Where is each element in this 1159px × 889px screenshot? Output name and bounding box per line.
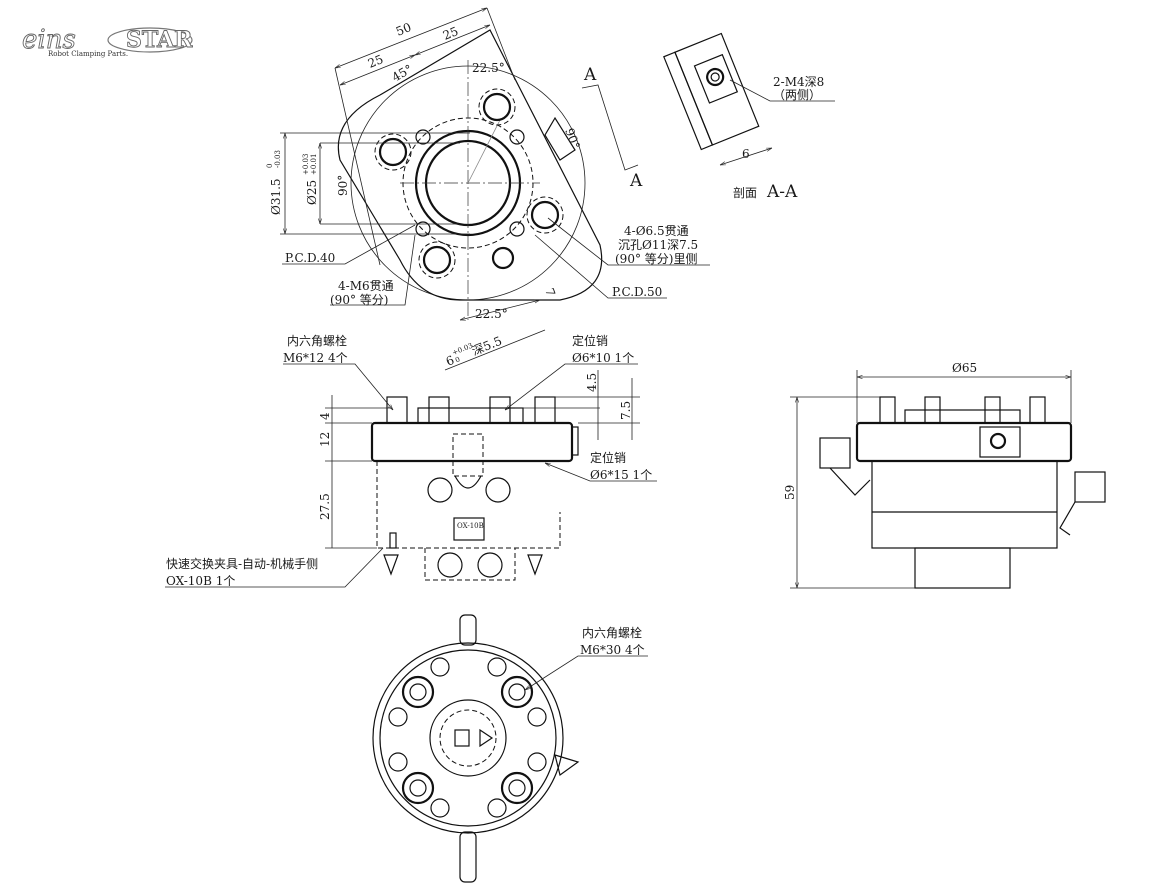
dimension-label: 4-Ø6.5贯通 (624, 224, 689, 238)
dimension-label: Robot Clamping Parts. (48, 50, 128, 58)
dimension-label: (90° 等分) (330, 293, 388, 307)
dimension-label: 22.5° (475, 307, 508, 321)
dimension-label: 沉孔Ø11深7.5 (618, 238, 698, 252)
dimension-label: 6 (742, 147, 750, 161)
dimension-label: 7.5 (619, 401, 633, 420)
dimension-label: OX-10B 1个 (166, 574, 235, 588)
dimension-label: （两侧） (773, 88, 821, 102)
dimension-label: A (629, 171, 643, 191)
dimension-label: 90° (562, 126, 582, 151)
hex-bolts (401, 675, 534, 805)
dimension-label: 定位销 (572, 333, 608, 348)
top-view: 50 25 25 22.5° 45° 90° 90° Ø31.5 0 -0.03… (266, 7, 710, 371)
dimension-label: 4-M6贯通 (338, 279, 394, 293)
dimension-label: P.C.D.50 (612, 285, 662, 299)
dimension-label: eins (22, 25, 76, 55)
dimension-label: Ø6*15 1个 (590, 468, 652, 482)
dimension-label: Ø65 (952, 361, 977, 375)
dimension-label: 22.5° (472, 61, 505, 75)
section-a-a: 2-M4深8 （两侧） 6 剖面 A-A (663, 32, 835, 202)
dimension-label: P.C.D.40 (285, 251, 335, 265)
dimension-label: A-A (766, 182, 798, 202)
dimension-label: 59 (783, 485, 797, 500)
dimension-label: +0.01 (310, 154, 318, 175)
dimension-label: M6*30 4个 (580, 643, 645, 657)
side-view: Ø65 59 (783, 361, 1106, 589)
dimension-label: Ø31.5 (269, 178, 283, 215)
dimension-label: STAR (126, 27, 193, 53)
dimension-label: 2-M4深8 (773, 75, 824, 89)
dimension-label: Ø25 (305, 180, 319, 205)
dimension-label: 剖面 (733, 186, 757, 200)
dimension-label: A (583, 65, 597, 85)
dimension-label: 0 (266, 164, 274, 168)
dimension-label: Ø6*10 1个 (572, 351, 634, 365)
dimension-label: 4.5 (585, 373, 599, 392)
bottom-view: 内六角螺栓 M6*30 4个 (372, 614, 648, 883)
dimension-label: +0.03 (302, 154, 310, 175)
dimension-label: 4 (318, 412, 332, 420)
bolt-holes (374, 88, 564, 279)
dimension-label: 0 (454, 355, 461, 364)
dimension-label: 内六角螺栓 (582, 625, 642, 640)
dimension-label: 快速交换夹具-自动-机械手侧 (166, 556, 318, 571)
dimension-label: -0.03 (274, 150, 282, 168)
eins-logo: eins Robot Clamping Parts. (22, 25, 129, 58)
dimension-label: 25 (366, 52, 385, 71)
dimension-label: 27.5 (318, 493, 332, 520)
dimension-label: 定位销 (590, 450, 626, 465)
dimension-label: 12 (318, 432, 332, 447)
dimension-label: 90° (336, 175, 350, 196)
dimension-label: (90° 等分)里侧 (615, 252, 697, 266)
dimension-label: 深5.5 (470, 334, 504, 359)
dimension-label: M6*12 4个 (283, 351, 348, 365)
dimension-label: 7 (542, 286, 558, 298)
dimension-label: 50 (394, 20, 413, 39)
star-logo: STAR (107, 27, 194, 53)
dimension-label: OX-10B (457, 522, 484, 530)
dimension-label: 25 (441, 24, 460, 43)
dimension-label: 内六角螺栓 (287, 333, 347, 348)
front-view: OX-10B 4 12 27.5 4.5 7.5 内六角螺栓 M6*12 4个 … (165, 333, 657, 588)
